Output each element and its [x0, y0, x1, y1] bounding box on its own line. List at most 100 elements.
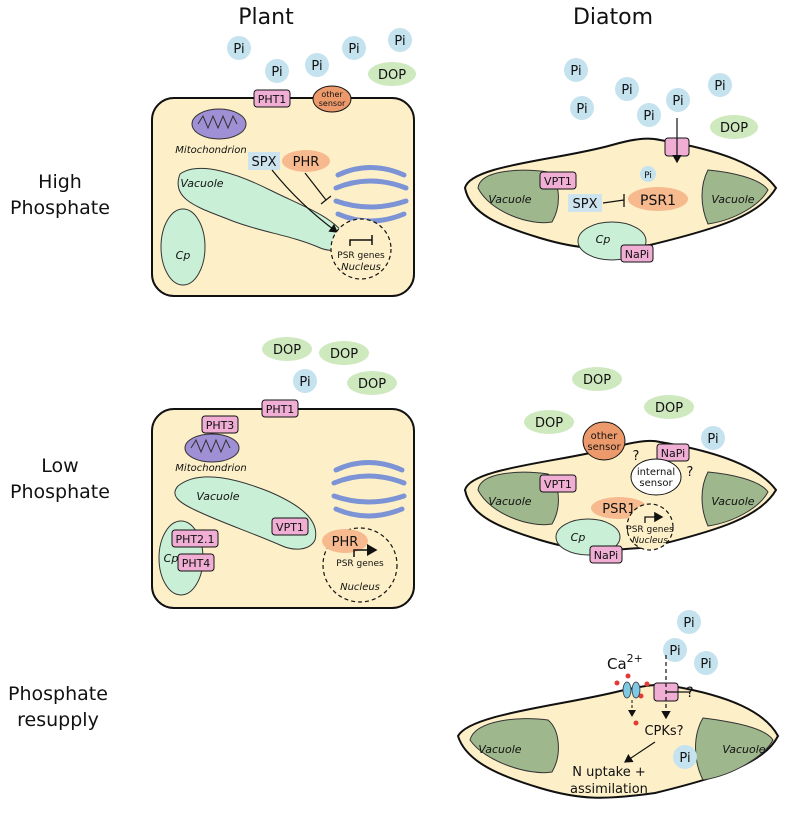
svg-text:sensor: sensor: [587, 442, 621, 453]
pi-molecule: Pi: [640, 166, 656, 182]
pi-molecule: Pi: [677, 610, 701, 634]
dop-molecule: DOP: [572, 367, 622, 391]
svg-text:PSR1: PSR1: [602, 502, 635, 517]
phr-inhibition-line: [304, 172, 327, 201]
dop-molecule: DOP: [368, 62, 416, 86]
pi-molecule: Pi: [615, 77, 639, 101]
calcium-channel-icon: [622, 681, 641, 699]
mitochondrion-label: Mitochondrion: [175, 145, 246, 156]
pi-molecule: Pi: [342, 36, 366, 60]
diatom-high-phosphate-cell: Pi Pi Pi Pi Pi Pi DOP Vacuole Vacuole VP…: [463, 58, 778, 263]
svg-text:sensor: sensor: [319, 99, 346, 108]
nucleus: PSR genes Nucleus: [626, 503, 674, 551]
diatom-resupply-cell: Pi Pi Pi Ca2+ ? Vacuole Vacuole CPKs? Pi…: [456, 610, 780, 799]
svg-text:resupply: resupply: [17, 709, 99, 731]
svg-text:Pi: Pi: [299, 375, 310, 390]
svg-text:DOP: DOP: [330, 347, 358, 362]
svg-text:PHT1: PHT1: [266, 403, 295, 416]
svg-text:VPT1: VPT1: [544, 478, 572, 491]
assimilation-label: assimilation: [570, 782, 648, 797]
svg-text:Pi: Pi: [707, 432, 718, 447]
svg-text:High: High: [38, 171, 82, 193]
chloroplast-label: Cp: [596, 233, 611, 246]
pi-molecule: Pi: [265, 59, 289, 83]
vacuole-icon: [477, 169, 559, 224]
svg-text:Pi: Pi: [348, 42, 359, 57]
vacuole-label: Vacuole: [711, 495, 754, 508]
vacuole-label: Vacuole: [488, 495, 531, 508]
dop-molecule: DOP: [644, 395, 694, 419]
vacuole-label: Vacuole: [722, 743, 765, 756]
svg-text:PHR: PHR: [293, 155, 320, 170]
svg-text:Pi: Pi: [233, 42, 244, 57]
svg-text:PSR genes: PSR genes: [336, 559, 384, 569]
spx-to-nucleus-arrow: [271, 169, 338, 233]
svg-text:DOP: DOP: [583, 373, 611, 388]
dop-molecule: DOP: [319, 341, 369, 365]
pi-molecule: Pi: [701, 426, 725, 450]
row-label-phosphate-resupply: Phosphate resupply: [8, 683, 108, 731]
svg-text:PSR genes: PSR genes: [626, 525, 674, 535]
question-mark: ?: [687, 465, 694, 480]
calcium-ion: [614, 680, 620, 686]
svg-text:VPT1: VPT1: [544, 175, 572, 188]
napi-transporter: NaPi: [620, 244, 654, 263]
vacuole-icon: [469, 718, 559, 774]
vacuole-icon: [701, 169, 769, 225]
pi-molecule: Pi: [388, 28, 412, 52]
vacuole-label: Vacuole: [180, 177, 223, 190]
svg-text:DOP: DOP: [378, 68, 406, 83]
svg-text:Nucleus: Nucleus: [340, 582, 380, 593]
cpks-label: CPKs?: [644, 724, 683, 739]
svg-text:Phosphate: Phosphate: [8, 683, 108, 705]
vacuole-icon: [477, 471, 559, 526]
pht2-1-transporter: PHT2.1: [171, 529, 219, 548]
mitochondrion-icon: [184, 433, 240, 463]
svg-text:Pi: Pi: [394, 34, 405, 49]
pi-molecule: Pi: [637, 103, 661, 127]
svg-text:DOP: DOP: [273, 343, 301, 358]
calcium-ion: [638, 693, 644, 699]
pi-molecule: Pi: [564, 58, 588, 82]
svg-text:Pi: Pi: [570, 64, 581, 79]
vpt1-transporter: VPT1: [271, 517, 309, 536]
pi-molecule: Pi: [666, 88, 690, 112]
spx-protein: SPX: [568, 194, 602, 212]
svg-text:Nucleus: Nucleus: [632, 536, 668, 546]
golgi-icon: [333, 165, 409, 224]
pi-molecule: Pi: [663, 638, 687, 662]
svg-text:NaPi: NaPi: [594, 549, 618, 562]
napi-transporter: NaPi: [656, 443, 690, 462]
svg-text:Nucleus: Nucleus: [341, 262, 381, 273]
dop-molecule: DOP: [524, 410, 574, 434]
svg-text:Pi: Pi: [714, 79, 725, 94]
svg-text:internal: internal: [637, 467, 675, 478]
svg-text:Pi: Pi: [700, 657, 711, 672]
pi-molecule: Pi: [293, 369, 317, 393]
pht1-transporter: PHT1: [261, 399, 299, 418]
svg-text:Low: Low: [41, 455, 78, 477]
pht3-transporter: PHT3: [201, 415, 239, 434]
svg-text:SPX: SPX: [252, 155, 277, 170]
column-header-plant: Plant: [238, 5, 294, 30]
pi-molecule: Pi: [227, 36, 251, 60]
question-mark: ?: [633, 449, 640, 464]
plant-low-phosphate-cell: DOP DOP Pi DOP PHT1 PHT3 Mitochondrion V…: [151, 337, 415, 609]
chloroplast-label: Cp: [571, 531, 586, 544]
chloroplast-icon: [160, 208, 206, 286]
calcium-label: Ca2+: [607, 652, 643, 673]
calcium-ion: [633, 720, 639, 726]
pi-molecule: Pi: [305, 53, 329, 77]
svg-text:DOP: DOP: [720, 121, 748, 136]
n-uptake-label: N uptake +: [572, 765, 646, 780]
svg-text:PSR1: PSR1: [640, 193, 676, 209]
nucleus: PHR PSR genes Nucleus: [322, 527, 398, 603]
column-header-diatom: Diatom: [573, 5, 653, 30]
phr-protein: PHR: [332, 535, 359, 550]
svg-text:NaPi: NaPi: [661, 447, 685, 460]
